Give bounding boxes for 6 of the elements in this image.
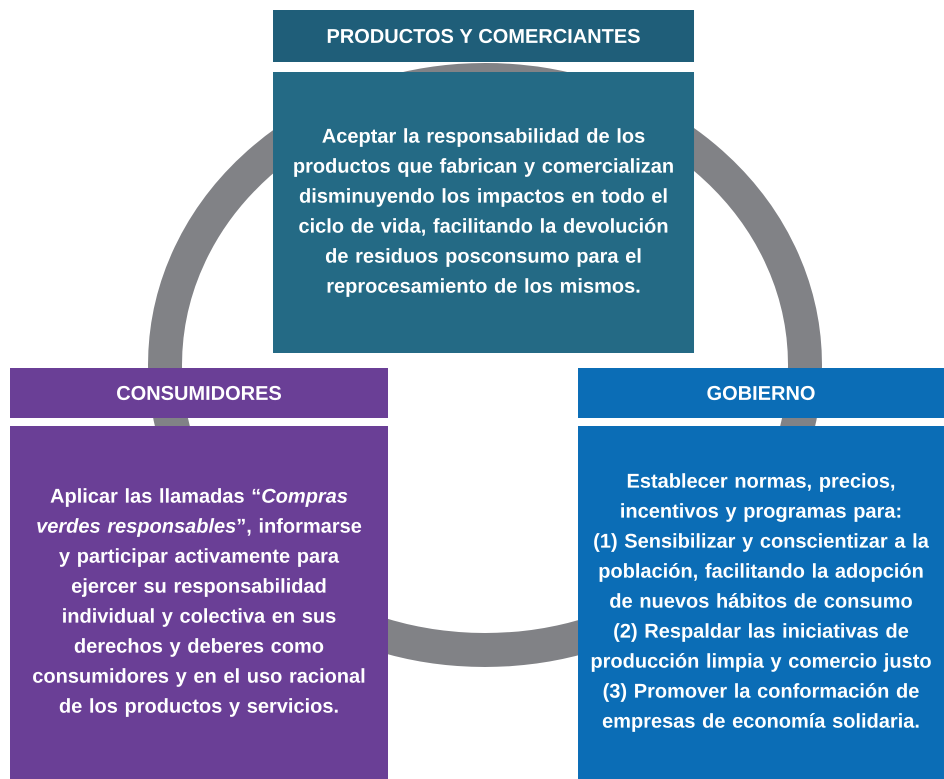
heading-box: PRODUCTOS Y COMERCIANTES xyxy=(273,10,694,62)
heading-box: GOBIERNO xyxy=(578,368,944,418)
heading-box: CONSUMIDORES xyxy=(10,368,388,418)
text-box: Aplicar las llamadas “Compras verdes responsables”, informarse y participar activamente para ejercer su responsabilidad individual y colectiva en sus derechos y deberes como consumidores y en el uso racional de los productos y servicios. xyxy=(10,426,388,779)
text-box: Aceptar la responsabilidad de los productos que fabrican y comercializan disminuyendo los impactos en todo el ciclo de vida, facilitando la devolución de residuos posconsumo para el reprocesamiento de los mismos. xyxy=(273,72,694,353)
text-box: Establecer normas, precios, incentivos y programas para: (1) Sensibilizar y conscientizar a la población, facilitando la adopción de nuevos hábitos de consumo (2) Respaldar las iniciativas de producción limpia y comercio justo (3) Promover la conformación de empresas de economía solidaria. xyxy=(578,426,944,779)
